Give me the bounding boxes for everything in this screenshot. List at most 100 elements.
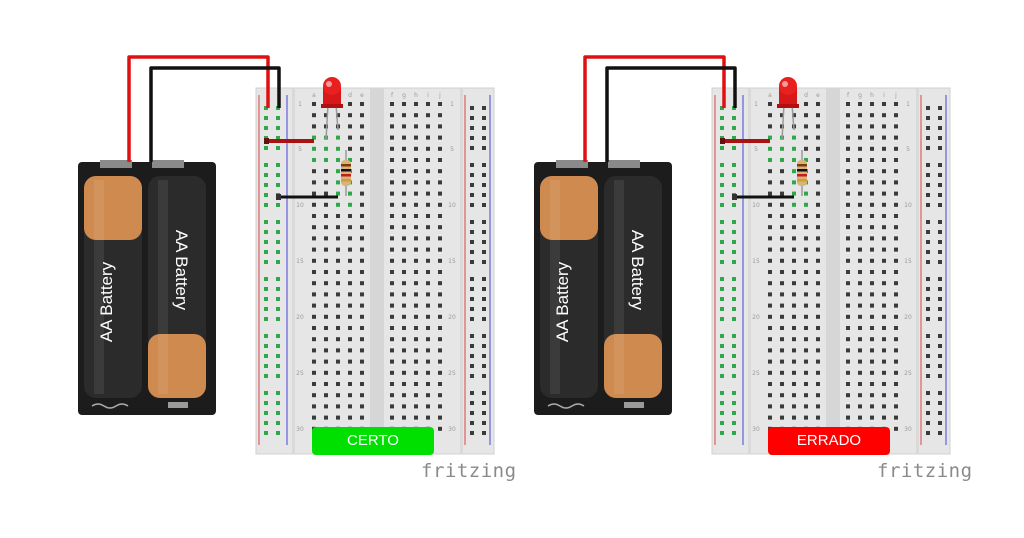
- grid-hole: [360, 225, 364, 230]
- grid-hole: [312, 158, 316, 162]
- grid-hole: [402, 404, 406, 409]
- row-number: 20: [448, 314, 456, 321]
- grid-hole: [858, 124, 862, 129]
- grid-hole: [390, 415, 394, 420]
- rail-hole: [470, 334, 474, 338]
- grid-hole: [894, 202, 898, 207]
- rail-hole: [732, 364, 736, 368]
- grid-hole: [816, 258, 820, 263]
- rail-hole: [264, 250, 268, 254]
- row-number: 10: [448, 202, 456, 209]
- grid-hole: [858, 393, 862, 398]
- resistor-band: [797, 179, 807, 182]
- grid-hole: [882, 113, 886, 118]
- rail-hole: [276, 287, 280, 291]
- grid-hole: [336, 113, 340, 118]
- grid-hole: [348, 258, 352, 263]
- grid-hole: [426, 191, 430, 196]
- grid-hole: [390, 247, 394, 252]
- rail-hole: [470, 173, 474, 177]
- grid-hole: [846, 102, 850, 106]
- grid-hole: [390, 292, 394, 297]
- fritzing-watermark: fritzing: [877, 460, 973, 482]
- grid-hole: [894, 404, 898, 409]
- grid-hole: [792, 135, 796, 140]
- grid-hole: [336, 225, 340, 230]
- grid-hole: [816, 337, 820, 342]
- rail-hole: [264, 344, 268, 348]
- grid-hole: [348, 326, 352, 330]
- grid-hole: [858, 191, 862, 196]
- grid-hole: [402, 270, 406, 274]
- grid-hole: [870, 102, 874, 106]
- rail-hole: [732, 116, 736, 120]
- rail-hole: [470, 220, 474, 224]
- grid-hole: [312, 146, 316, 151]
- grid-hole: [804, 393, 808, 398]
- led-highlight: [326, 81, 332, 87]
- led-highlight: [782, 81, 788, 87]
- rail-hole: [938, 317, 942, 321]
- grid-hole: [414, 214, 418, 218]
- grid-hole: [336, 191, 340, 196]
- grid-hole: [438, 426, 442, 431]
- rail-hole: [482, 401, 486, 405]
- grid-hole: [426, 102, 430, 106]
- grid-hole: [324, 169, 328, 174]
- grid-hole: [870, 247, 874, 252]
- grid-hole: [882, 124, 886, 129]
- rail-hole: [264, 354, 268, 358]
- grid-hole: [324, 393, 328, 398]
- rail-hole: [264, 173, 268, 177]
- rail-hole: [264, 203, 268, 207]
- grid-hole: [870, 281, 874, 286]
- grid-hole: [792, 247, 796, 252]
- grid-hole: [858, 370, 862, 375]
- grid-hole: [438, 191, 442, 196]
- grid-hole: [816, 247, 820, 252]
- grid-hole: [768, 370, 772, 375]
- grid-hole: [438, 415, 442, 420]
- rail-hole: [938, 106, 942, 110]
- grid-hole: [414, 270, 418, 274]
- grid-hole: [336, 236, 340, 241]
- grid-hole: [312, 225, 316, 230]
- grid-hole: [846, 169, 850, 174]
- row-number: 15: [904, 258, 912, 265]
- row-number: 15: [296, 258, 304, 265]
- rail-hole: [732, 173, 736, 177]
- grid-hole: [426, 348, 430, 353]
- rail-hole: [926, 421, 930, 425]
- grid-hole: [390, 359, 394, 364]
- rail-hole: [264, 220, 268, 224]
- rail-hole: [276, 344, 280, 348]
- grid-hole: [804, 247, 808, 252]
- grid-hole: [870, 124, 874, 129]
- grid-hole: [348, 415, 352, 420]
- rail-hole: [276, 163, 280, 167]
- grid-hole: [348, 236, 352, 241]
- rail-hole: [482, 193, 486, 197]
- rail-hole: [926, 240, 930, 244]
- rail-hole: [720, 220, 724, 224]
- grid-hole: [858, 270, 862, 274]
- grid-hole: [894, 169, 898, 174]
- grid-hole: [390, 303, 394, 308]
- rail-hole: [482, 431, 486, 435]
- grid-hole: [870, 292, 874, 297]
- rail-hole: [470, 126, 474, 130]
- rail-hole: [276, 203, 280, 207]
- grid-hole: [792, 202, 796, 207]
- grid-hole: [846, 158, 850, 162]
- grid-hole: [792, 382, 796, 386]
- grid-hole: [360, 214, 364, 218]
- column-letter: e: [816, 92, 820, 99]
- rail-hole: [482, 411, 486, 415]
- rail-hole: [720, 401, 724, 405]
- jumper-end: [732, 194, 737, 200]
- grid-hole: [348, 146, 352, 151]
- grid-hole: [870, 326, 874, 330]
- rail-hole: [470, 183, 474, 187]
- grid-hole: [348, 404, 352, 409]
- grid-hole: [324, 292, 328, 297]
